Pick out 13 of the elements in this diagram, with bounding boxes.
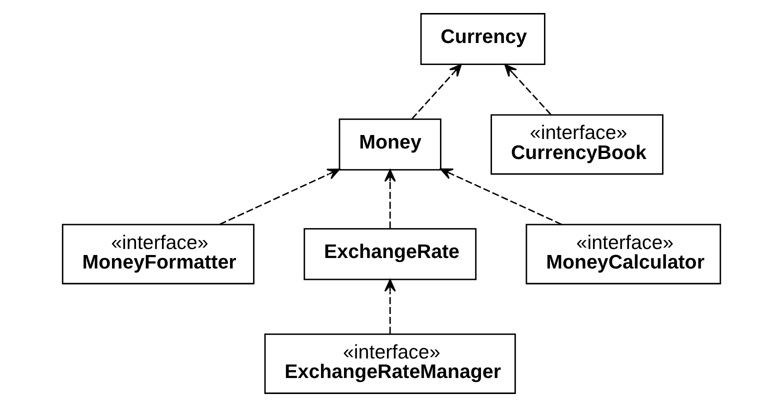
node-box: «interface» ExchangeRateManager — [264, 334, 516, 394]
arrow — [384, 279, 396, 334]
arrow — [384, 169, 396, 228]
node-box: ExchangeRate — [304, 228, 477, 280]
arrow — [440, 168, 562, 225]
arrow — [412, 64, 462, 120]
node-box: «interface» MoneyFormatter — [62, 224, 254, 284]
node-box: «interface» MoneyCalculator — [526, 224, 722, 284]
node-box: Currency — [420, 13, 546, 66]
node-box: «interface» CurrencyBook — [490, 114, 664, 175]
node-box: Money — [338, 118, 442, 170]
arrow — [504, 64, 552, 115]
arrow — [219, 168, 340, 225]
